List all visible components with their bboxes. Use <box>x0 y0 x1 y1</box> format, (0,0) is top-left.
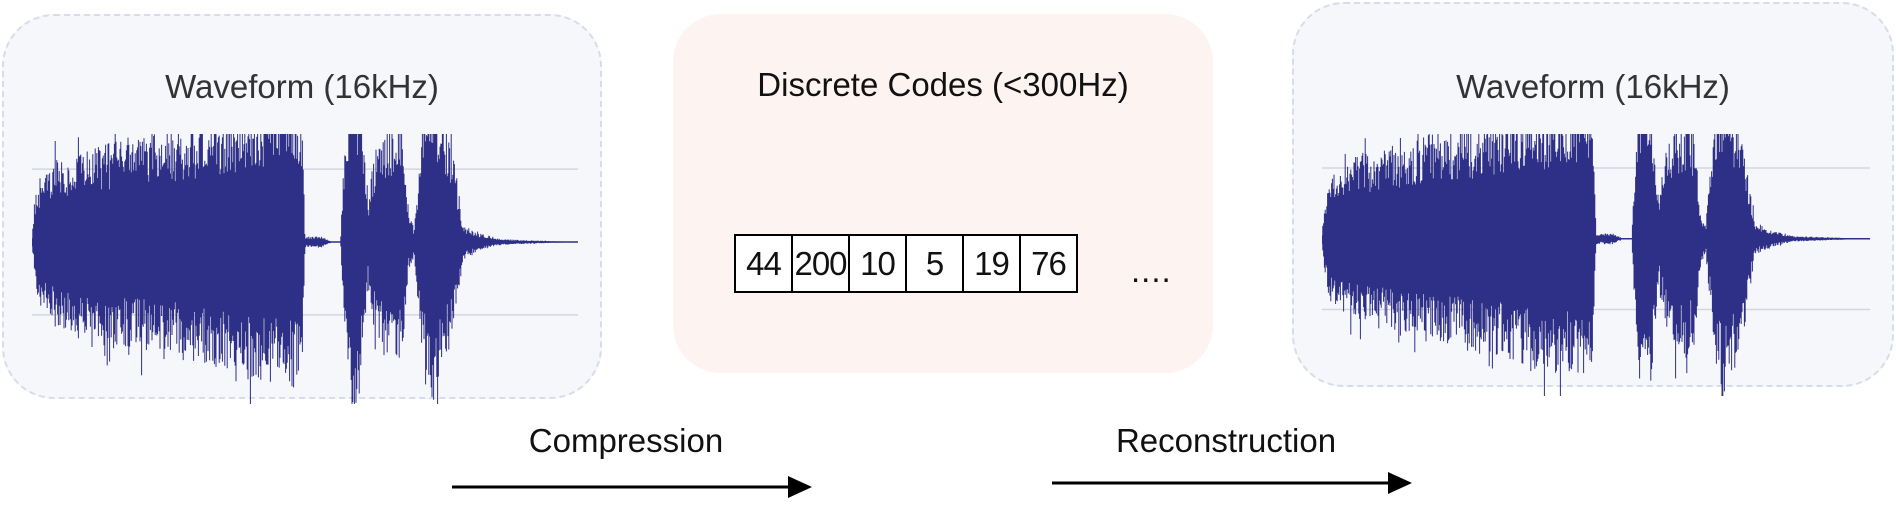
waveform-signal <box>32 134 577 404</box>
code-sequence: 44 200 10 5 19 76 <box>734 234 1078 293</box>
reconstruction-arrow-icon <box>1052 472 1412 494</box>
input-waveform-panel: Waveform (16kHz) <box>2 14 602 404</box>
reconstruction-step: Reconstruction <box>1050 422 1420 502</box>
discrete-codes-title: Discrete Codes (<300Hz) <box>757 66 1129 103</box>
code-cell: 200 <box>791 234 850 293</box>
compression-arrow-icon <box>452 476 812 498</box>
discrete-codes-panel: Discrete Codes (<300Hz) 44 200 10 5 19 7… <box>673 14 1213 373</box>
code-cell: 5 <box>905 234 964 293</box>
waveform-signal <box>1322 134 1869 396</box>
output-waveform-plot <box>1322 134 1870 396</box>
input-waveform-title: Waveform (16kHz) <box>165 68 439 105</box>
code-cell: 76 <box>1019 234 1078 293</box>
code-continuation-ellipsis: .... <box>1131 252 1172 289</box>
output-waveform-title: Waveform (16kHz) <box>1456 68 1730 105</box>
compression-step: Compression <box>450 422 820 502</box>
input-waveform-plot <box>32 134 578 404</box>
code-cell: 19 <box>962 234 1021 293</box>
code-cell: 10 <box>848 234 907 293</box>
compression-label: Compression <box>528 422 724 459</box>
code-cell: 44 <box>734 234 793 293</box>
output-waveform-panel: Waveform (16kHz) <box>1292 2 1894 396</box>
reconstruction-label: Reconstruction <box>1115 422 1337 459</box>
